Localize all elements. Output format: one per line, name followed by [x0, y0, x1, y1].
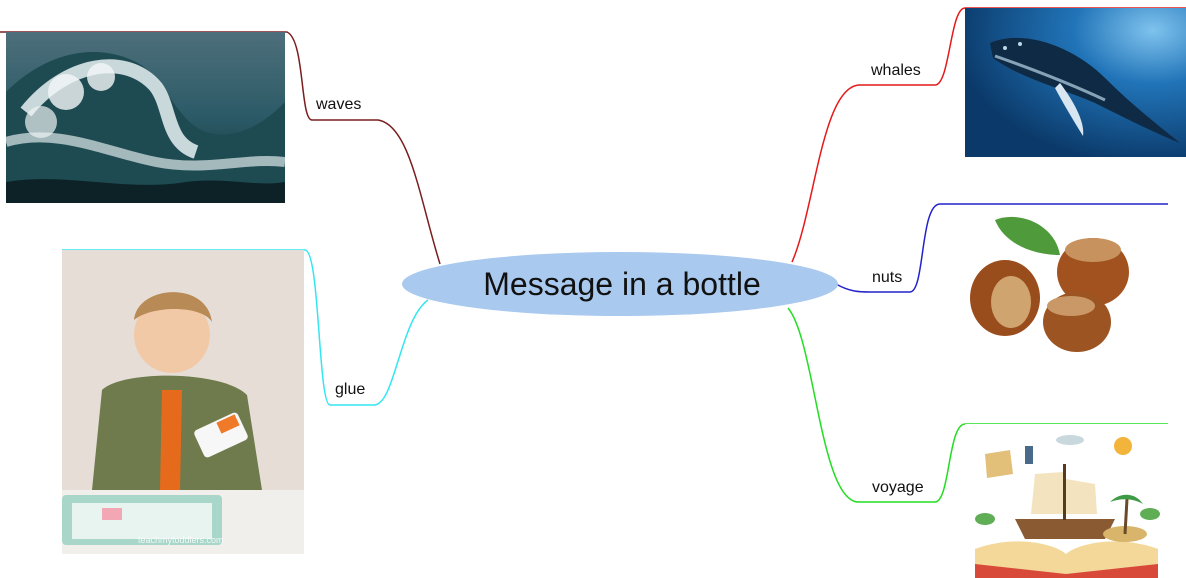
nuts-connector — [835, 203, 1168, 293]
hazelnuts-image — [965, 210, 1140, 360]
image-watermark: teachmytoddlers.com — [138, 535, 224, 545]
branch-label-glue[interactable]: glue — [335, 381, 366, 398]
branch-label-waves[interactable]: waves — [316, 96, 362, 113]
whales-connector — [791, 7, 1186, 263]
waves-connector — [0, 31, 441, 265]
glue-connector — [62, 249, 429, 406]
branch-label-voyage[interactable]: voyage — [872, 479, 924, 496]
humpback-whale-image — [965, 8, 1186, 157]
branch-label-whales[interactable]: whales — [871, 62, 921, 79]
storybook-voyage-illustration — [965, 424, 1168, 578]
branch-label-nuts[interactable]: nuts — [872, 269, 903, 286]
ocean-wave-image — [6, 32, 285, 203]
child-with-glue-image: teachmytoddlers.com — [62, 250, 304, 554]
central-topic-ellipse[interactable] — [402, 252, 838, 316]
voyage-connector — [787, 307, 1168, 503]
central-topic-label[interactable]: Message in a bottle — [483, 265, 761, 302]
